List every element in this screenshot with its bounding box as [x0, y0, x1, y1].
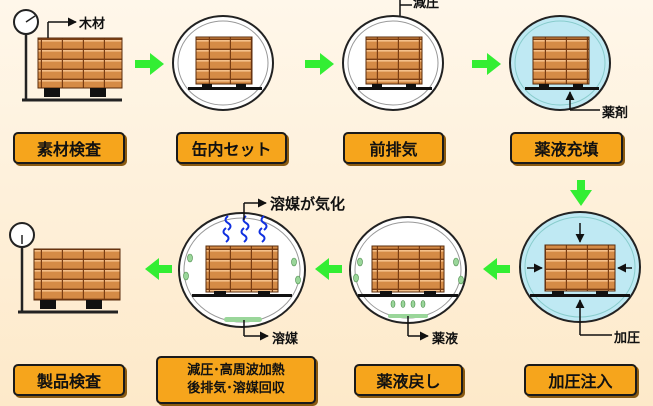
flow-arrow-5-6 — [483, 258, 510, 280]
step-label-material-inspection: 素材検査 — [13, 132, 125, 164]
flow-arrows — [135, 53, 592, 280]
step-label-vacuum-heating: 減圧･高周波加熱 後排気･溶媒回収 — [156, 356, 316, 404]
step4-tank — [509, 15, 611, 111]
step-label-chemical-return: 薬液戻し — [354, 364, 463, 396]
flow-arrow-1-2 — [135, 53, 164, 75]
chemical-liquid-annotation: 薬液 — [432, 332, 459, 347]
solvent-annotation: 溶媒 — [272, 332, 299, 347]
step-label-chemical-fill: 薬液充填 — [510, 132, 623, 164]
step3-tank — [342, 0, 444, 111]
chemical-annotation: 薬剤 — [602, 106, 629, 121]
step-label-vacuum-heating-line2: 後排気･溶媒回収 — [187, 381, 285, 396]
solvent-vaporize-annotation: 溶媒が気化 — [270, 195, 346, 213]
step-label-product-inspection: 製品検査 — [13, 364, 125, 396]
flow-arrow-6-7 — [315, 258, 342, 280]
vacuum-annotation: 減圧 — [413, 0, 440, 11]
step1-scale-illustration — [13, 9, 123, 102]
step5-tank — [519, 211, 641, 336]
flow-arrow-7-8 — [145, 258, 172, 280]
step8-scale-illustration — [9, 222, 121, 314]
wood-annotation: 木材 — [79, 17, 106, 32]
step7-tank — [178, 198, 306, 341]
flow-arrow-4-5 — [570, 180, 592, 206]
step-label-pressure-injection: 加圧注入 — [524, 364, 637, 396]
flow-arrow-2-3 — [305, 53, 334, 75]
step-label-pre-vacuum: 前排気 — [343, 132, 444, 164]
flow-arrow-3-4 — [472, 53, 501, 75]
pressure-annotation: 加圧 — [614, 331, 641, 346]
step-label-tank-set: 缶内セット — [176, 132, 287, 164]
step2-tank — [172, 15, 274, 111]
step6-tank — [349, 216, 467, 341]
step-label-vacuum-heating-line1: 減圧･高周波加熱 — [187, 363, 285, 379]
